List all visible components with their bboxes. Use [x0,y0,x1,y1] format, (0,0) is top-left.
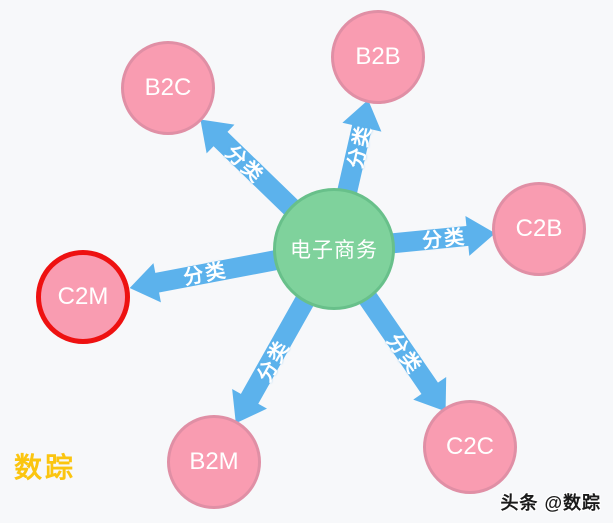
node-center-ecommerce: 电子商务 [273,188,395,310]
node-b2b: B2B [331,10,425,104]
watermark-bottom-right: 头条 @数踪 [500,493,601,513]
arrowhead-icon [125,263,161,308]
node-b2c: B2C [121,41,215,135]
node-c2m-highlighted: C2M [36,250,130,344]
node-c2b: C2B [492,182,586,276]
node-c2c: C2C [423,400,517,494]
node-b2m: B2M [167,415,261,509]
watermark-bottom-left: 数踪 [14,452,77,483]
